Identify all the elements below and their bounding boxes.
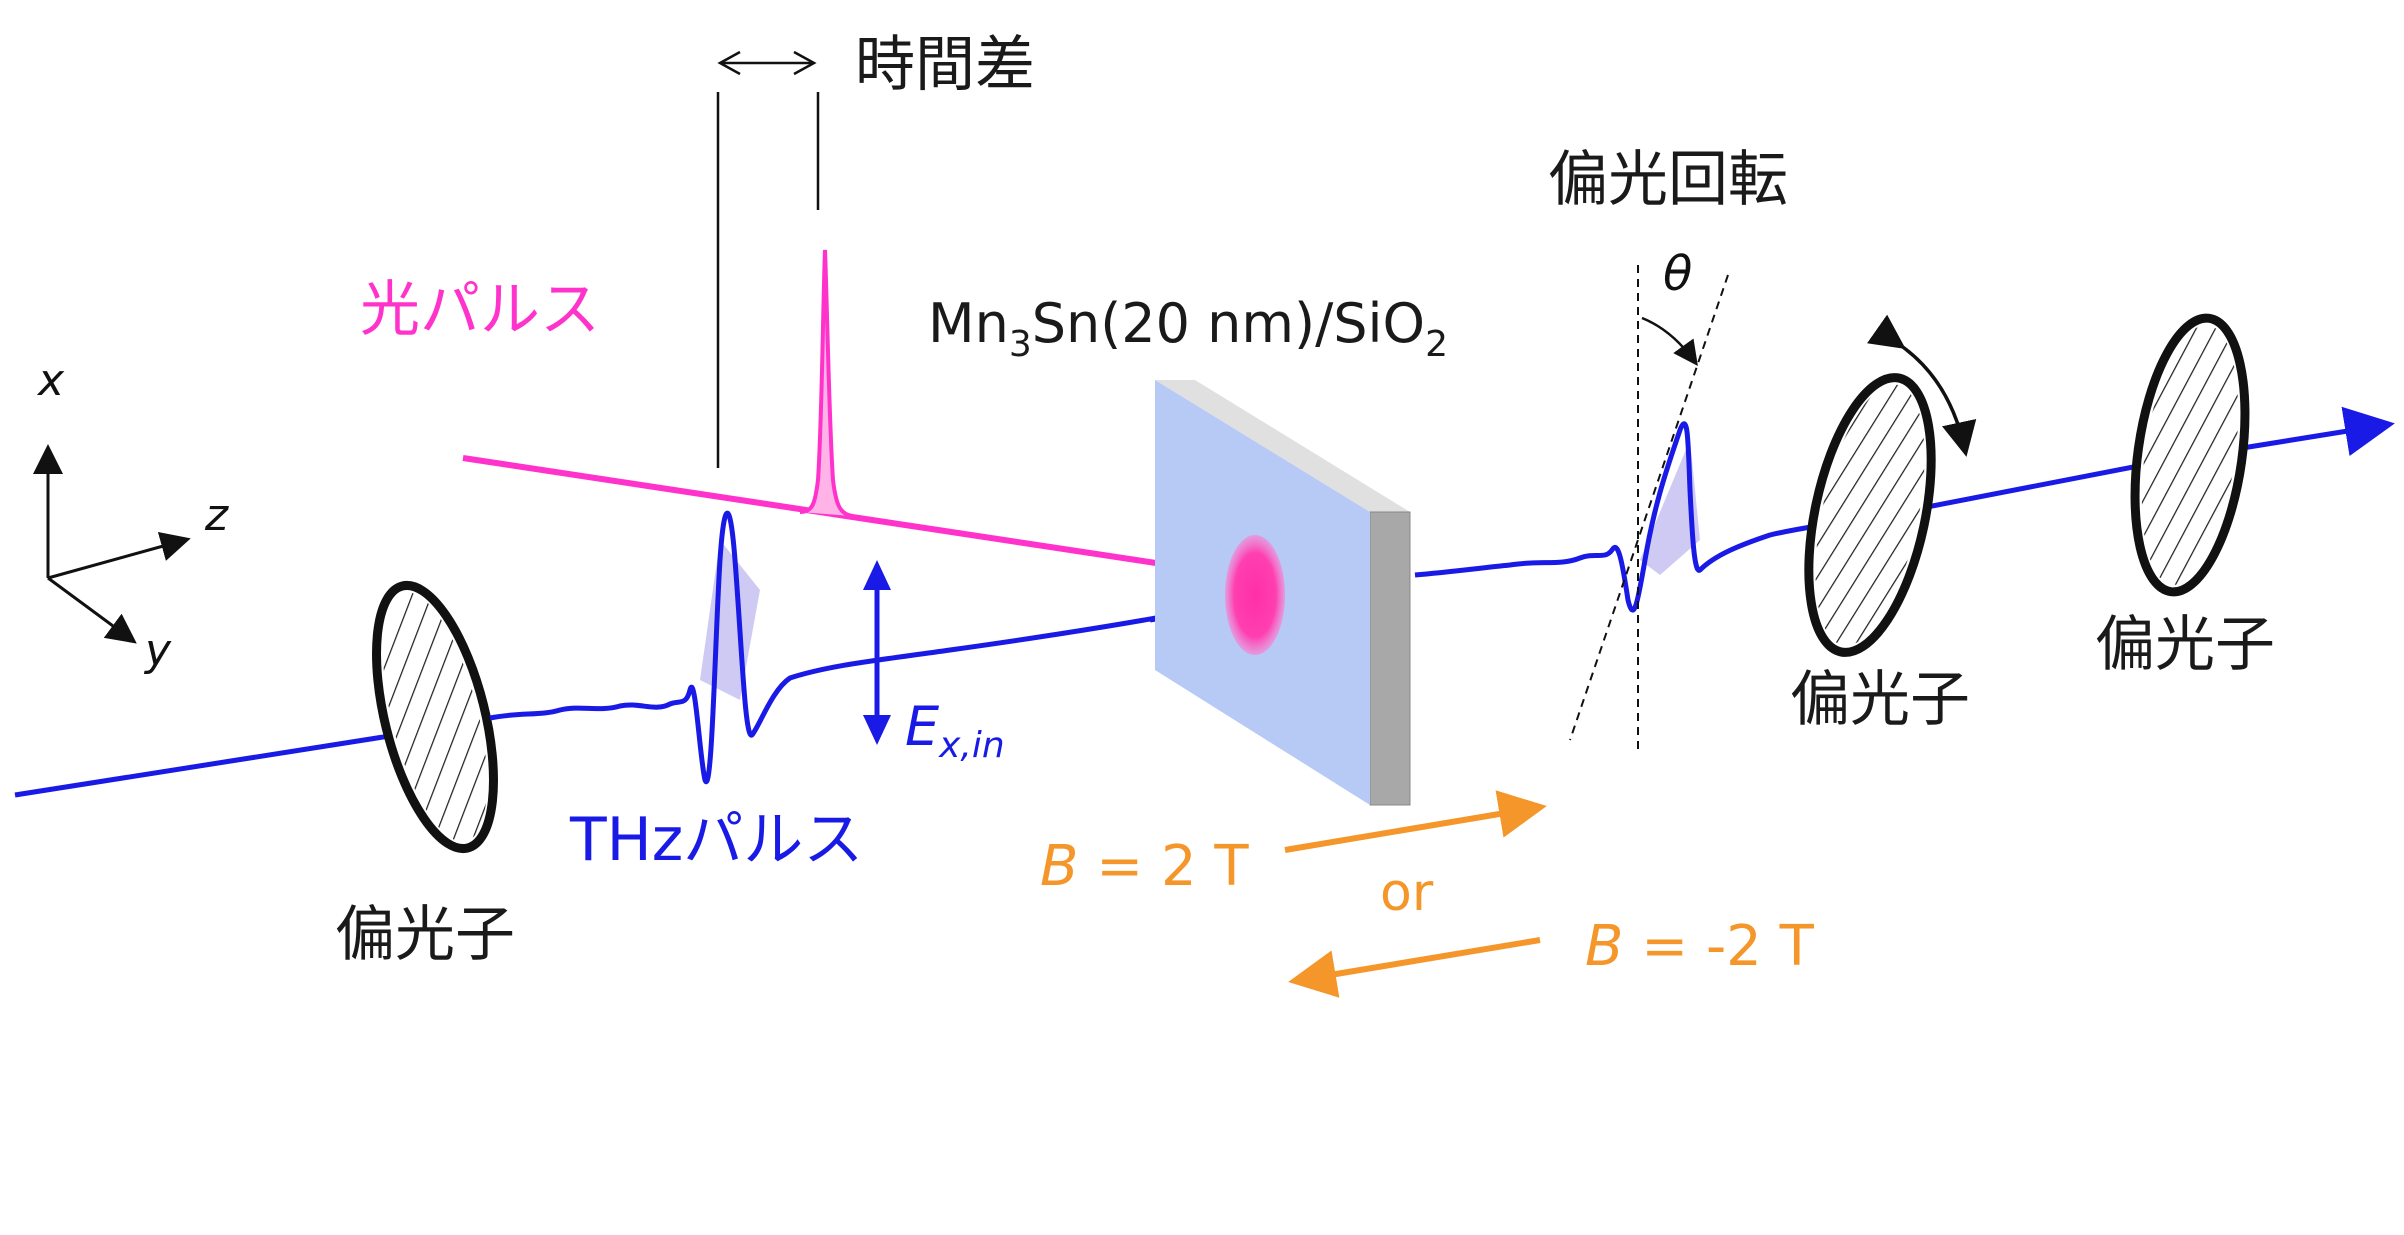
thz-beam-input: [14, 729, 416, 798]
or-label: or: [1380, 863, 1434, 923]
transmitted-shading: [1640, 440, 1700, 575]
b-field-positive-arrow: [1284, 790, 1547, 853]
sample-side-edge: [1369, 511, 1411, 806]
rotation-label: 偏光回転: [1548, 145, 1788, 215]
sample-plate: [1155, 380, 1411, 806]
polarizer-left: [372, 580, 498, 854]
rotation-angle-indicator: [1569, 265, 1729, 750]
optical-pulse-spike: [799, 249, 853, 518]
thz-pulse-waveform: [489, 510, 1221, 785]
time-delay-indicator: [716, 50, 820, 468]
thz-pulse-shading: [700, 540, 760, 700]
optical-pulse-label: 光パルス: [360, 275, 600, 345]
analyzer-rotation-arrow: [1867, 314, 1977, 457]
polarizer-left-label: 偏光子: [335, 900, 515, 970]
z-axis-arrow: [47, 531, 191, 580]
time-delay-label: 時間差: [855, 30, 1035, 100]
polarizer-middle: [1804, 373, 1936, 657]
b-field-positive-label: B = 2 T: [1040, 834, 1249, 899]
polarizer-middle-label: 偏光子: [1790, 665, 1970, 735]
e-field-label: Ex,in: [905, 695, 1005, 766]
polarizer-right-label: 偏光子: [2095, 610, 2275, 680]
polarizer-right: [2130, 313, 2250, 597]
e-field-arrow: [863, 560, 891, 745]
rotation-arc: [1641, 316, 1698, 367]
b-field-negative-label: B = -2 T: [1585, 914, 1815, 979]
b-field-negative-arrow: [1288, 937, 1541, 998]
theta-label: θ: [1663, 246, 1692, 302]
y-axis-arrow: [47, 576, 137, 644]
sample-top-edge: [1155, 380, 1410, 512]
sample-label: Mn3Sn(20 nm)/SiO2: [928, 292, 1448, 365]
laser-spot: [1225, 535, 1285, 655]
coordinate-axes: [33, 444, 191, 644]
axis-z-label: z: [204, 490, 229, 541]
axis-y-label: y: [143, 625, 172, 676]
axis-x-label: x: [36, 355, 65, 406]
thz-beam-output: [2229, 406, 2395, 457]
transmitted-thz-waveform: [1414, 421, 1861, 613]
thz-pulse-label: THzパルス: [569, 805, 863, 875]
